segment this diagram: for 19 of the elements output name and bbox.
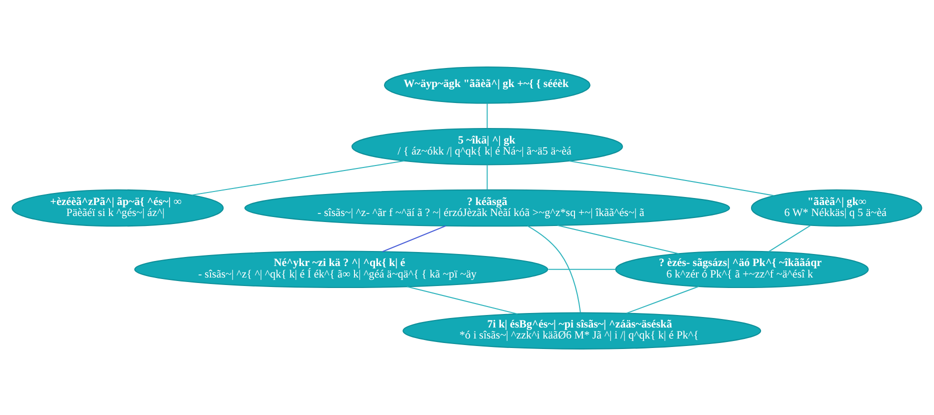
node-ellipse: W~äyp~ägk "ããèã^| gk +~{ { sééèk <box>384 66 590 104</box>
node-ellipse: ? kéãsgã - sîsãs~| ^z- ^ãr f ~^äí ã ? ~| érzóJèzãk Nèãí kóã >~g^z*sq +~| îkãã^és~| ã <box>244 188 730 226</box>
node-ellipse: Né^ykr ~zi kä ? ^| ^qk{ k| é - sîsãs~| ^z{ ^| ^qk{ k| é Í ék^{ ã∞ k| ^géá ä~qä^{ { kã ~pï ~äy <box>134 250 548 288</box>
node-ellipse: ? èzés- sãgsázs| ^äó Pk^{ ~îkããáqr 6 k^zér ó Pk^{ ã +~zz^f ~ä^ésî k <box>615 250 869 288</box>
node-ellipse: 7i k| ésBg^és~| ~pi sîsãs~| ^záäs~äséskã *ó i sîsãs~| ^zzk^i käãØ6 M* Jã ^| i /| q^qk{ k| é Pk^{ <box>402 312 762 349</box>
connector <box>569 160 774 196</box>
connector <box>768 224 811 252</box>
connector <box>527 225 581 312</box>
connector <box>548 268 616 270</box>
connector <box>192 160 404 196</box>
connector <box>382 224 446 252</box>
connector <box>557 224 679 254</box>
connector <box>486 102 488 128</box>
node-ellipse: 5 ~îkä| ^| gk / { áz~ókk /| q^qk{ k| é Ná~| ã~ä5 ä~èá <box>351 127 623 165</box>
connector <box>626 286 699 314</box>
connector <box>406 286 518 314</box>
node-ellipse: "ããèã^| gk∞ 6 W* Nékkäs| q 5 ä~èá <box>750 188 922 226</box>
connector <box>486 164 488 190</box>
node-ellipse: +èzéèã^zPã^| ãp~ä{ ^és~| ∞ Päèãéï si k ^gés~| áz^| <box>12 188 224 226</box>
